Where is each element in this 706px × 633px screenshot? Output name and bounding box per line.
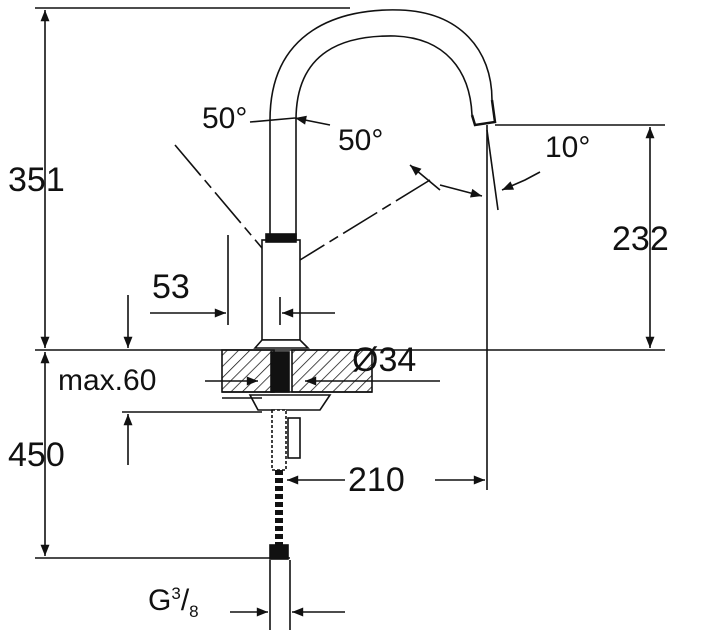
spout-inner xyxy=(295,35,473,121)
spout-outer xyxy=(269,9,493,121)
dim-connection-thread: G3/8 xyxy=(148,585,199,620)
dim-lever-angle-left: 50° xyxy=(202,102,248,135)
lever-right xyxy=(299,179,431,261)
dim-total-height: 351 xyxy=(8,161,65,199)
faucet-body xyxy=(261,239,301,341)
thread-denominator: 8 xyxy=(189,602,199,621)
threaded-rod xyxy=(271,409,287,471)
thread-prefix: G xyxy=(148,584,172,617)
dim-spout-reach: 210 xyxy=(348,461,405,499)
deck-section xyxy=(221,349,275,393)
dim-max-deck: max.60 xyxy=(58,364,157,397)
dim-lever-angle-right: 50° xyxy=(338,124,384,157)
dim-below-deck: 450 xyxy=(8,436,65,474)
lever-left xyxy=(174,144,263,249)
dim-lever-offset: 53 xyxy=(152,268,190,306)
dim-spout-height: 232 xyxy=(612,220,669,258)
hose-fitting xyxy=(269,544,289,560)
thread-separator: / xyxy=(180,584,190,617)
spout-angle-line xyxy=(486,129,499,211)
spout-tip xyxy=(470,99,497,127)
dim-base-diameter: Ø34 xyxy=(352,341,417,379)
thread-numerator: 3 xyxy=(171,584,181,603)
dim-spout-angle: 10° xyxy=(545,131,591,164)
